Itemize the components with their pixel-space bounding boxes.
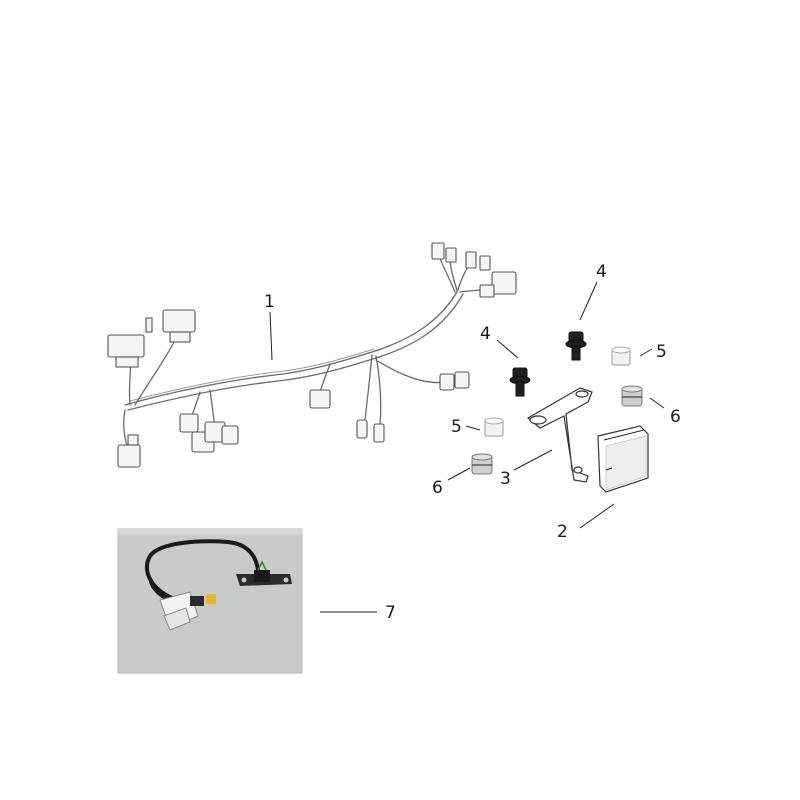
grommet-right[interactable] (621, 385, 643, 407)
callout-4-left: 4 (480, 324, 491, 344)
callout-3: 3 (500, 469, 511, 489)
grommet-left[interactable] (471, 453, 493, 475)
callout-6-right: 6 (670, 407, 681, 427)
callout-2: 2 (557, 522, 568, 542)
ecu-cover[interactable] (597, 425, 649, 493)
wiring-harness[interactable] (107, 242, 517, 468)
flange-bolt-right[interactable] (565, 331, 587, 361)
sub-harness-photo[interactable] (117, 528, 303, 674)
callout-6-left: 6 (432, 478, 443, 498)
flange-bolt-left[interactable] (509, 367, 531, 397)
ecu-bracket[interactable] (526, 387, 593, 483)
callouts: 1 4 4 5 5 6 6 3 2 7 (264, 262, 681, 623)
callout-1: 1 (264, 292, 275, 312)
collar-left[interactable] (484, 417, 504, 437)
callout-5-right: 5 (656, 342, 667, 362)
collar-right[interactable] (611, 346, 631, 366)
callout-7: 7 (385, 603, 396, 623)
callout-5-left: 5 (451, 417, 462, 437)
callout-4-right: 4 (596, 262, 607, 282)
